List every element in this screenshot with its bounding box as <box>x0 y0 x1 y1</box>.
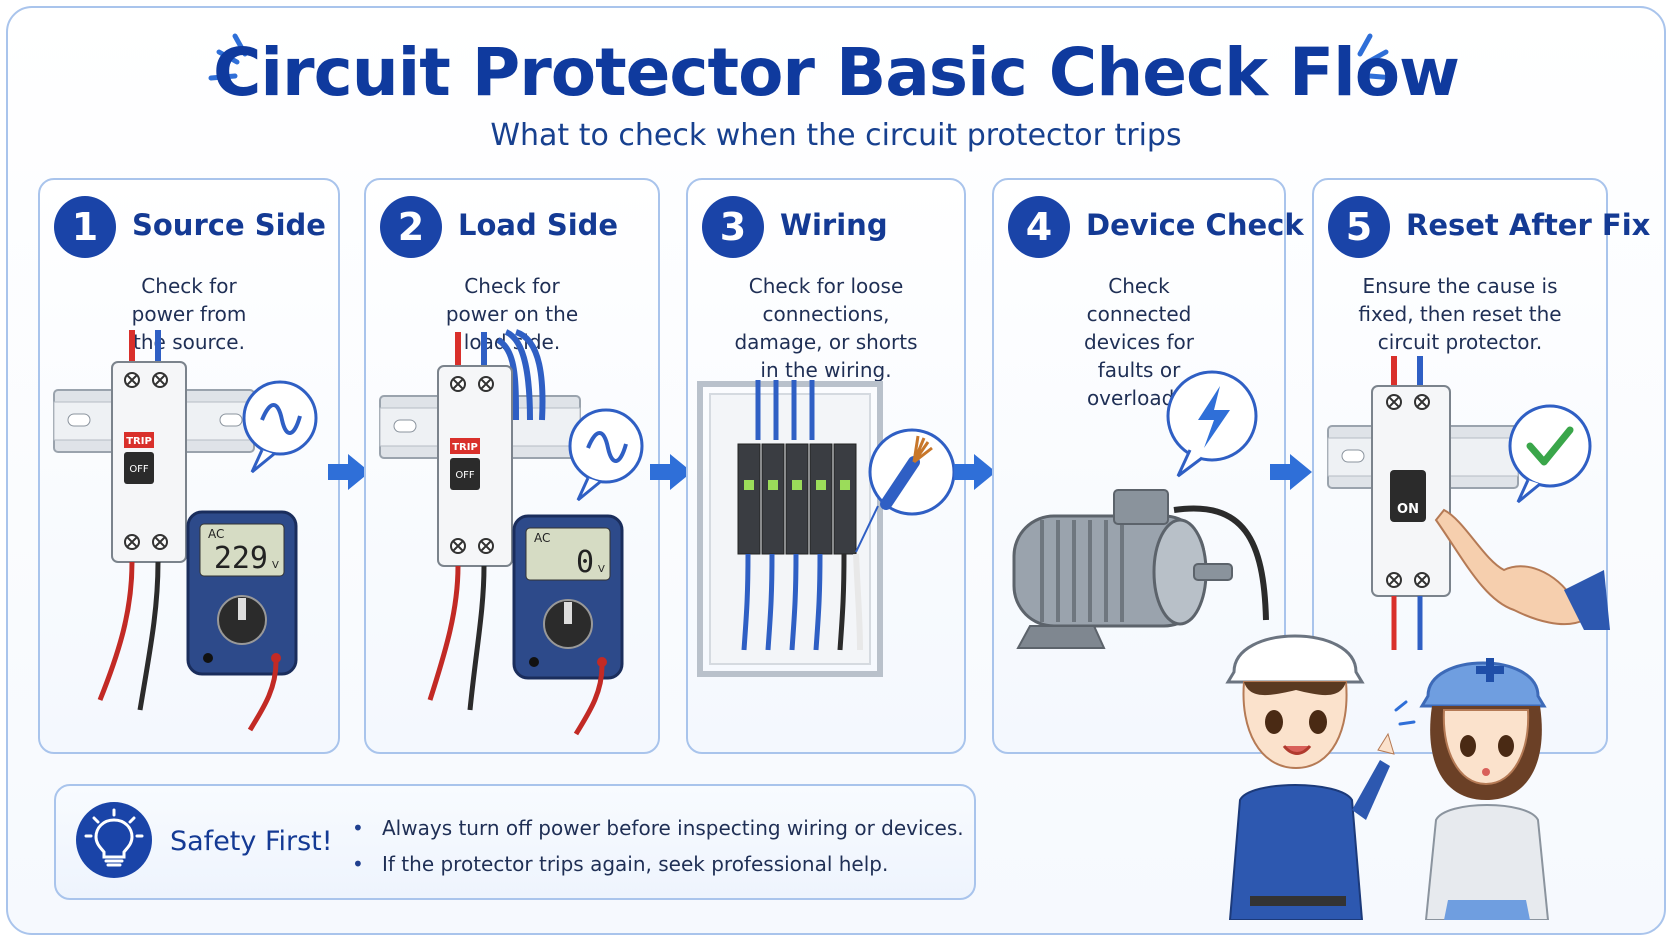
breaker-trip-label: TRIP <box>452 442 478 453</box>
reset-illustration: ON <box>1327 356 1610 650</box>
step-title: Device Check <box>1086 208 1304 242</box>
flow-arrow-1 <box>328 454 370 490</box>
load-side-illustration: TRIP OFF AC 0 V <box>379 329 644 736</box>
female-worker-icon <box>1419 658 1550 920</box>
lightbulb-icon <box>76 802 152 878</box>
flow-arrow-3 <box>954 454 996 490</box>
meter-mode: AC <box>208 527 224 541</box>
breaker-icon <box>437 365 513 567</box>
step-description: Ensure the cause is fixed, then reset th… <box>1358 274 1562 354</box>
ac-wave-icon <box>242 380 318 474</box>
step-title: Reset After Fix <box>1406 208 1651 242</box>
meter-reading: 229 <box>214 541 268 576</box>
wiring-illustration <box>697 380 956 677</box>
step-card-source-side: 1 Source Side Check for power from the s… <box>38 178 340 754</box>
step-description: Check for loose connections, damage, or … <box>734 274 918 382</box>
safety-panel: Safety First! Always turn off power befo… <box>54 784 976 900</box>
title-burst-right <box>1357 33 1397 81</box>
flow-arrow-2 <box>650 454 692 490</box>
meter-mode: AC <box>534 531 550 545</box>
step-number-badge: 2 <box>380 196 442 258</box>
step-description: Check connected devices for faults or ov… <box>1084 274 1194 410</box>
breaker-icon <box>1371 385 1451 597</box>
step-number-badge: 5 <box>1328 196 1390 258</box>
source-side-illustration: TRIP OFF AC 229 V <box>53 330 318 732</box>
breaker-state-label: ON <box>1397 502 1419 517</box>
lightning-icon <box>1166 370 1258 478</box>
step-number-badge: 1 <box>54 196 116 258</box>
breaker-state-label: OFF <box>455 470 475 481</box>
male-worker-icon <box>1225 634 1395 920</box>
step-number-badge: 3 <box>702 196 764 258</box>
step-card-wiring: 3 Wiring Check for loose connections, da… <box>686 178 966 754</box>
breaker-trip-label: TRIP <box>126 436 152 447</box>
page-title: Circuit Protector Basic Check Flow <box>212 34 1460 111</box>
safety-list: Always turn off power before inspecting … <box>352 810 964 882</box>
title-burst-left <box>208 33 248 81</box>
step-title: Source Side <box>132 208 326 242</box>
step-title: Load Side <box>458 208 619 242</box>
terminal-block-icon <box>737 443 857 555</box>
flow-arrow-4 <box>1270 454 1312 490</box>
list-item: If the protector trips again, seek profe… <box>352 846 964 882</box>
breaker-icon <box>111 361 187 563</box>
step-card-reset-after-fix: 5 Reset After Fix Ensure the cause is fi… <box>1312 178 1650 754</box>
device-check-illustration <box>1012 370 1269 649</box>
meter-reading: 0 <box>576 545 594 580</box>
ac-wave-icon <box>568 408 644 502</box>
multimeter-icon <box>186 510 298 676</box>
meter-unit: V <box>272 560 279 571</box>
list-item: Always turn off power before inspecting … <box>352 810 964 846</box>
multimeter-icon <box>512 514 624 680</box>
step-card-load-side: 2 Load Side Check for power on the load … <box>364 178 660 754</box>
check-icon <box>1508 404 1592 504</box>
safety-title: Safety First! <box>170 826 333 857</box>
hand-pointer-icon <box>1434 508 1610 630</box>
motor-icon <box>1012 489 1269 649</box>
meter-unit: V <box>598 564 605 575</box>
step-number-badge: 4 <box>1008 196 1070 258</box>
step-title: Wiring <box>780 208 888 242</box>
step-description: Check for power on the load side. <box>445 274 579 354</box>
page-subtitle: What to check when the circuit protector… <box>490 118 1182 153</box>
workers-illustration <box>1225 634 1550 920</box>
step-description: Check for power from the source. <box>131 274 247 354</box>
breaker-state-label: OFF <box>129 464 149 475</box>
